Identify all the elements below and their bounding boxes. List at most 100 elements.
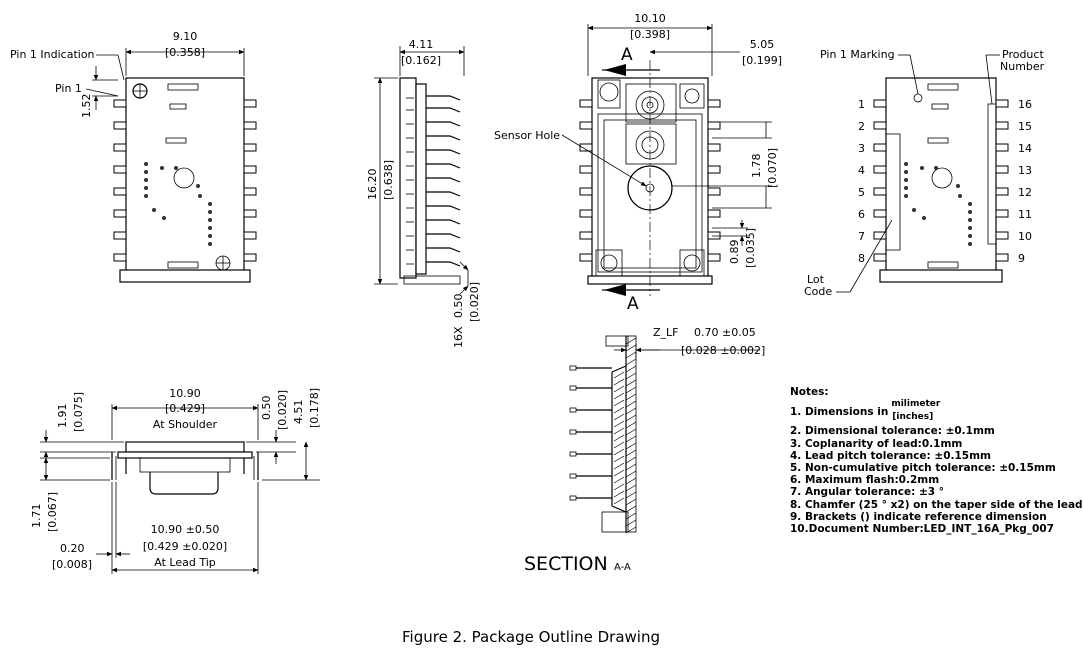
pad-12 xyxy=(208,218,212,222)
side-lead-12 xyxy=(426,247,461,253)
hatch-line-4 xyxy=(625,358,637,366)
mark-left-lead-4 xyxy=(873,165,887,174)
hatch-line-9 xyxy=(625,393,637,401)
tip-width-in: [0.429 ±0.020] xyxy=(143,540,227,553)
note-1: 1. Dimensions inmilimeter[inches] xyxy=(790,399,1083,423)
hatch-inner-17 xyxy=(613,483,625,491)
pin-number-left-5: 5 xyxy=(858,186,865,199)
pin1-marking-label: Pin 1 Marking xyxy=(820,48,895,61)
hatch-line-6 xyxy=(625,372,637,380)
note-2: 2. Dimensional tolerance: ±0.1mm xyxy=(790,425,995,438)
product-number-label-line1: Product xyxy=(1002,48,1044,61)
top-left-lead-4 xyxy=(113,165,127,174)
offset2-in: [0.035] xyxy=(744,228,757,268)
top-left-lead-8 xyxy=(113,253,127,262)
side-lead-9 xyxy=(426,205,461,211)
side-lead-11 xyxy=(426,233,461,239)
top-right-lead-7 xyxy=(243,231,257,240)
pad-17 xyxy=(956,184,960,188)
hatch-inner-11 xyxy=(613,441,625,449)
section-title: SECTION xyxy=(524,553,608,575)
lead-count: 16X xyxy=(452,326,465,348)
top-left-lead-5 xyxy=(113,187,127,196)
pad-9 xyxy=(162,216,166,220)
mark-right-lead-2 xyxy=(995,121,1009,130)
hatch-line-27 xyxy=(625,519,637,527)
notes-block: Notes: 1. Dimensions inmilimeter[inches]… xyxy=(790,386,1083,535)
hatch-line-26 xyxy=(625,512,637,520)
note-1-unit-bottom: [inches] xyxy=(892,412,934,423)
marking-view-right-leads xyxy=(995,99,1009,262)
hatch-inner-3 xyxy=(613,385,625,393)
pad-9 xyxy=(922,216,926,220)
bottom-right-lead-5 xyxy=(707,187,721,196)
end-h3-mm: 4.51 xyxy=(292,400,305,425)
top-left-lead-2 xyxy=(113,121,127,130)
flatness-mm: 0.70 ±0.05 xyxy=(694,326,756,339)
pad-15 xyxy=(208,242,212,246)
pad-4 xyxy=(144,186,148,190)
section-lead-tip-1 xyxy=(569,365,577,371)
side-lead-1 xyxy=(426,95,461,101)
top-view-pads xyxy=(144,162,212,246)
product-number-label-line2: Number xyxy=(1000,60,1045,73)
section-marker-bottom: A xyxy=(627,294,639,314)
mark-right-lead-6 xyxy=(995,209,1009,218)
half-width-in: [0.199] xyxy=(742,54,782,67)
end-h1-in: [0.075] xyxy=(72,392,85,432)
pad-2 xyxy=(144,170,148,174)
hatch-inner-13 xyxy=(613,455,625,463)
note-9: 9. Brackets () indicate reference dimens… xyxy=(790,510,1047,523)
figure-caption: Figure 2. Package Outline Drawing xyxy=(402,628,660,646)
end-h3-in: [0.178] xyxy=(308,388,321,428)
end-view: 1.91 [0.075] 10.90 [0.429] At Shoulder 0… xyxy=(30,387,321,574)
side-lead-4 xyxy=(426,135,461,141)
note-6: 6. Maximum flash:0.2mm xyxy=(790,474,940,487)
pin1-indication-label: Pin 1 Indication xyxy=(10,48,95,61)
pin-number-left-8: 8 xyxy=(858,252,865,265)
pin-number-right-9: 9 xyxy=(1018,252,1025,265)
bottom-left-lead-8 xyxy=(579,253,593,262)
pad-8 xyxy=(152,208,156,212)
mark-right-lead-8 xyxy=(995,253,1009,262)
marking-view-left-leads xyxy=(873,99,887,262)
hatch-line-7 xyxy=(625,379,637,387)
notes-title: Notes: xyxy=(790,386,829,398)
hatch-inner-8 xyxy=(613,420,625,428)
offset2-mm: 0.89 xyxy=(728,240,741,265)
mark-left-lead-2 xyxy=(873,121,887,130)
mark-right-lead-4 xyxy=(995,165,1009,174)
mark-right-lead-3 xyxy=(995,143,1009,152)
pad-14 xyxy=(968,234,972,238)
flatness-in: [0.028 ±0.002] xyxy=(681,344,765,357)
pad-1 xyxy=(904,162,908,166)
side-lead-13 xyxy=(426,261,461,267)
pad-10 xyxy=(968,202,972,206)
pad-5 xyxy=(144,194,148,198)
shoulder-label: At Shoulder xyxy=(153,418,218,431)
bottom-right-lead-8 xyxy=(707,253,721,262)
pad-8 xyxy=(912,208,916,212)
hatch-line-14 xyxy=(625,428,637,436)
pad-5 xyxy=(904,194,908,198)
top-right-lead-6 xyxy=(243,209,257,218)
pin-number-left-1: 1 xyxy=(858,98,865,111)
pad-16 xyxy=(198,194,202,198)
side-lead-2 xyxy=(426,107,461,113)
note-1-text: 1. Dimensions in xyxy=(790,406,889,419)
side-length-mm: 16.20 xyxy=(366,169,379,201)
top-left-lead-6 xyxy=(113,209,127,218)
hatch-line-12 xyxy=(625,414,637,422)
mark-left-lead-5 xyxy=(873,187,887,196)
mark-right-lead-5 xyxy=(995,187,1009,196)
top-view-left-leads xyxy=(113,99,127,262)
section-hatching xyxy=(613,337,637,534)
hatch-inner-15 xyxy=(613,469,625,477)
top-width-mm: 9.10 xyxy=(173,30,198,43)
offset1-mm: 1.78 xyxy=(750,154,763,179)
